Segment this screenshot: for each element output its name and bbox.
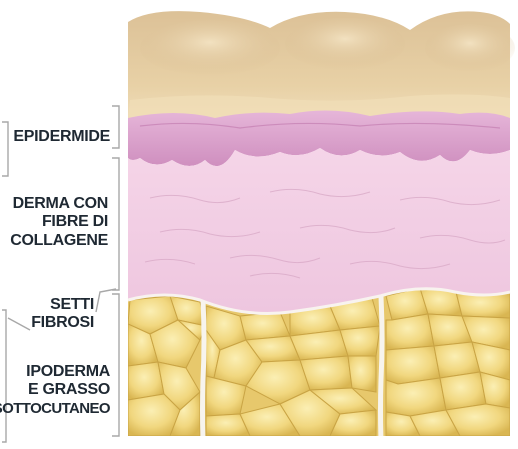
derma-bracket — [112, 158, 119, 290]
label-ipoderma: IPODERMA E GRASSO SOTTOCUTANEO — [0, 363, 110, 417]
setti-left-tick — [8, 318, 30, 330]
label-setti-line-1: SETTI — [31, 296, 94, 314]
label-ipoderma-line-3: SOTTOCUTANEO — [0, 400, 110, 417]
label-derma: DERMA CON FIBRE DI COLLAGENE — [10, 195, 108, 250]
label-epidermide: EPIDERMIDE — [13, 128, 110, 146]
dermis-layer — [128, 148, 510, 314]
label-ipoderma-line-2: E GRASSO — [0, 381, 110, 399]
fat-cells — [128, 288, 510, 436]
label-epidermide-text: EPIDERMIDE — [13, 128, 110, 146]
label-setti-line-2: FIBROSI — [31, 314, 94, 332]
skin-surface-layer — [128, 11, 515, 118]
label-ipoderma-line-1: IPODERMA — [0, 363, 110, 381]
epidermide-bracket — [112, 106, 119, 148]
label-derma-line-1: DERMA CON — [10, 195, 108, 213]
label-setti: SETTI FIBROSI — [31, 296, 94, 333]
label-derma-line-3: COLLAGENE — [10, 232, 108, 250]
label-derma-line-2: FIBRE DI — [10, 213, 108, 231]
ipoderma-bracket — [112, 294, 119, 436]
epidermide-left-bracket — [2, 122, 8, 176]
setti-pointer — [96, 289, 116, 312]
